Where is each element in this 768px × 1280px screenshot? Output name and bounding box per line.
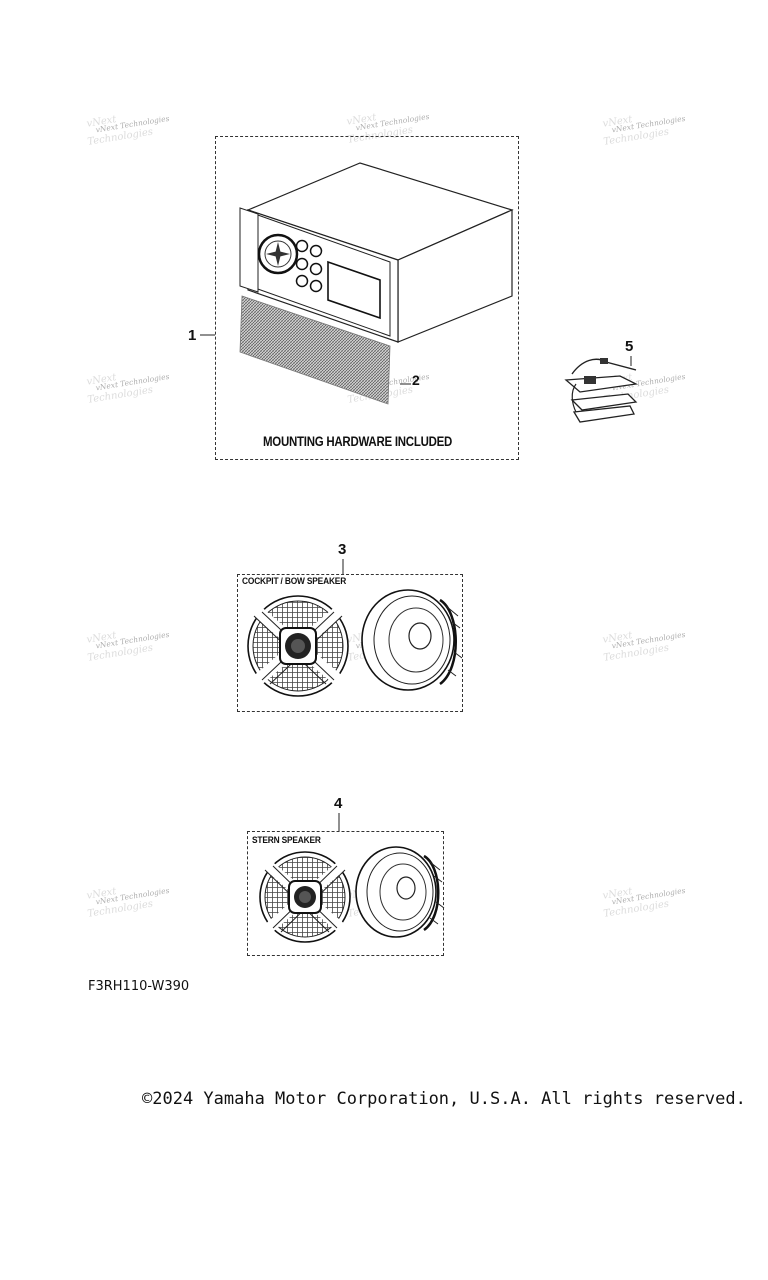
- callout-5[interactable]: 5: [625, 338, 634, 355]
- diagram-code: F3RH110-W390: [88, 979, 190, 994]
- stereo-kit-box: [215, 136, 519, 460]
- callout-1[interactable]: 1: [188, 327, 197, 344]
- cockpit-speaker-box: [237, 574, 463, 712]
- cockpit-speaker-caption: COCKPIT / BOW SPEAKER: [242, 576, 347, 587]
- callout-3[interactable]: 3: [338, 541, 347, 558]
- mounting-hardware-caption: MOUNTING HARDWARE INCLUDED: [263, 434, 453, 449]
- copyright-notice: ©2024 Yamaha Motor Corporation, U.S.A. A…: [142, 1089, 746, 1109]
- stern-speaker-caption: STERN SPEAKER: [252, 835, 321, 846]
- callout-2[interactable]: 2: [412, 372, 420, 388]
- callout-4[interactable]: 4: [334, 795, 343, 812]
- stern-speaker-box: [247, 831, 444, 956]
